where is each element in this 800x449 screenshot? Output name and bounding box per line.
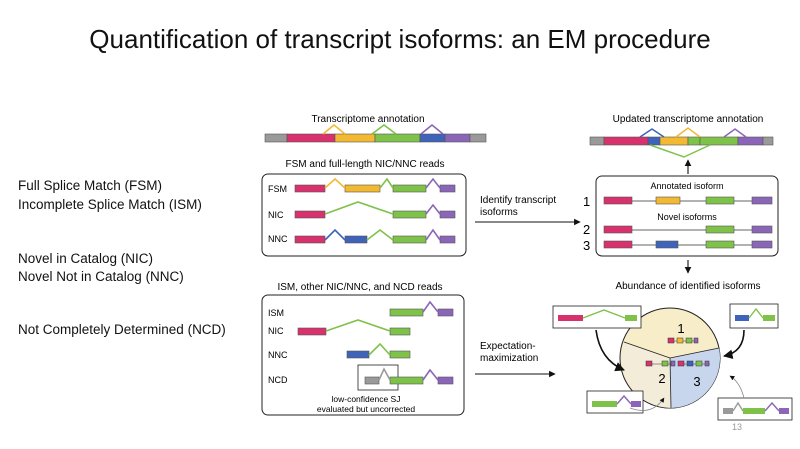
full-length-box-title: FSM and full-length NIC/NNC reads [286, 159, 445, 170]
partial-label-nic: NIC [268, 326, 284, 336]
low-confidence-label-1: low-confidence SJ [332, 394, 401, 404]
transcriptome-annotation-bar [264, 133, 487, 143]
slide-number: 13 [732, 422, 743, 432]
pie-number-1: 1 [677, 321, 684, 336]
annotated-isoform-label: Annotated isoform [650, 181, 723, 191]
partial-nnc-read [346, 350, 411, 359]
partial-reads-box [261, 294, 465, 416]
identify-label-2: isoforms [480, 207, 518, 218]
fl-label-nnc: NNC [268, 234, 288, 244]
slide-title: Quantification of transcript isoforms: a… [89, 24, 711, 54]
ncd-read [364, 376, 454, 385]
abundance-label: Abundance of identified isoforms [615, 281, 760, 292]
pie-number-2: 2 [658, 371, 665, 386]
partial-nic-read [297, 327, 411, 336]
partial-label-ncd: NCD [268, 375, 288, 385]
em-thin-arrows [629, 375, 745, 411]
low-confidence-label-2: evaluated but uncorrected [317, 404, 416, 414]
partial-label-nnc: NNC [268, 350, 288, 360]
identify-label-1: Identify transcript [480, 195, 556, 206]
isoform-number-1: 1 [583, 194, 590, 209]
em-label-2: maximization [480, 353, 538, 364]
partial-box-title: ISM, other NIC/NNC, and NCD reads [277, 282, 442, 293]
full-length-reads-box [261, 173, 467, 257]
annotated-isoform-1 [603, 196, 773, 205]
isoform-number-2: 2 [583, 222, 590, 237]
legend-nnc: Novel Not in Catalog (NNC) [18, 269, 184, 284]
updated-annotation-bar [589, 136, 774, 146]
partial-label-ism: ISM [268, 308, 284, 318]
fl-label-nic: NIC [268, 210, 284, 220]
em-label-1: Expectation- [480, 341, 536, 352]
legend-ncd: Not Completely Determined (NCD) [18, 322, 226, 337]
fsm-read [294, 184, 456, 193]
novel-isoforms-label: Novel isoforms [657, 212, 717, 222]
nic-read [294, 210, 456, 219]
em-read-box-bottom-left [586, 390, 644, 414]
pie-number-3: 3 [693, 374, 700, 389]
legend-fsm: Full Splice Match (FSM) [18, 178, 163, 193]
legend-nic: Novel in Catalog (NIC) [18, 251, 154, 266]
em-read-box-left [552, 305, 642, 329]
novel-isoform-2 [603, 225, 773, 234]
transcriptome-annotation-label: Transcriptome annotation [311, 114, 424, 125]
novel-isoform-3 [603, 240, 773, 249]
em-curved-arrows [595, 329, 745, 372]
updated-annotation-label: Updated transcriptome annotation [613, 114, 764, 125]
ism-read [389, 308, 454, 317]
em-read-box-right [729, 303, 779, 329]
isoforms-box [595, 175, 779, 257]
em-read-box-bottom-right [717, 397, 793, 421]
fl-label-fsm: FSM [268, 184, 287, 194]
nnc-read [294, 235, 456, 244]
isoform-number-3: 3 [583, 238, 590, 253]
legend-ism: Incomplete Splice Match (ISM) [18, 197, 202, 212]
